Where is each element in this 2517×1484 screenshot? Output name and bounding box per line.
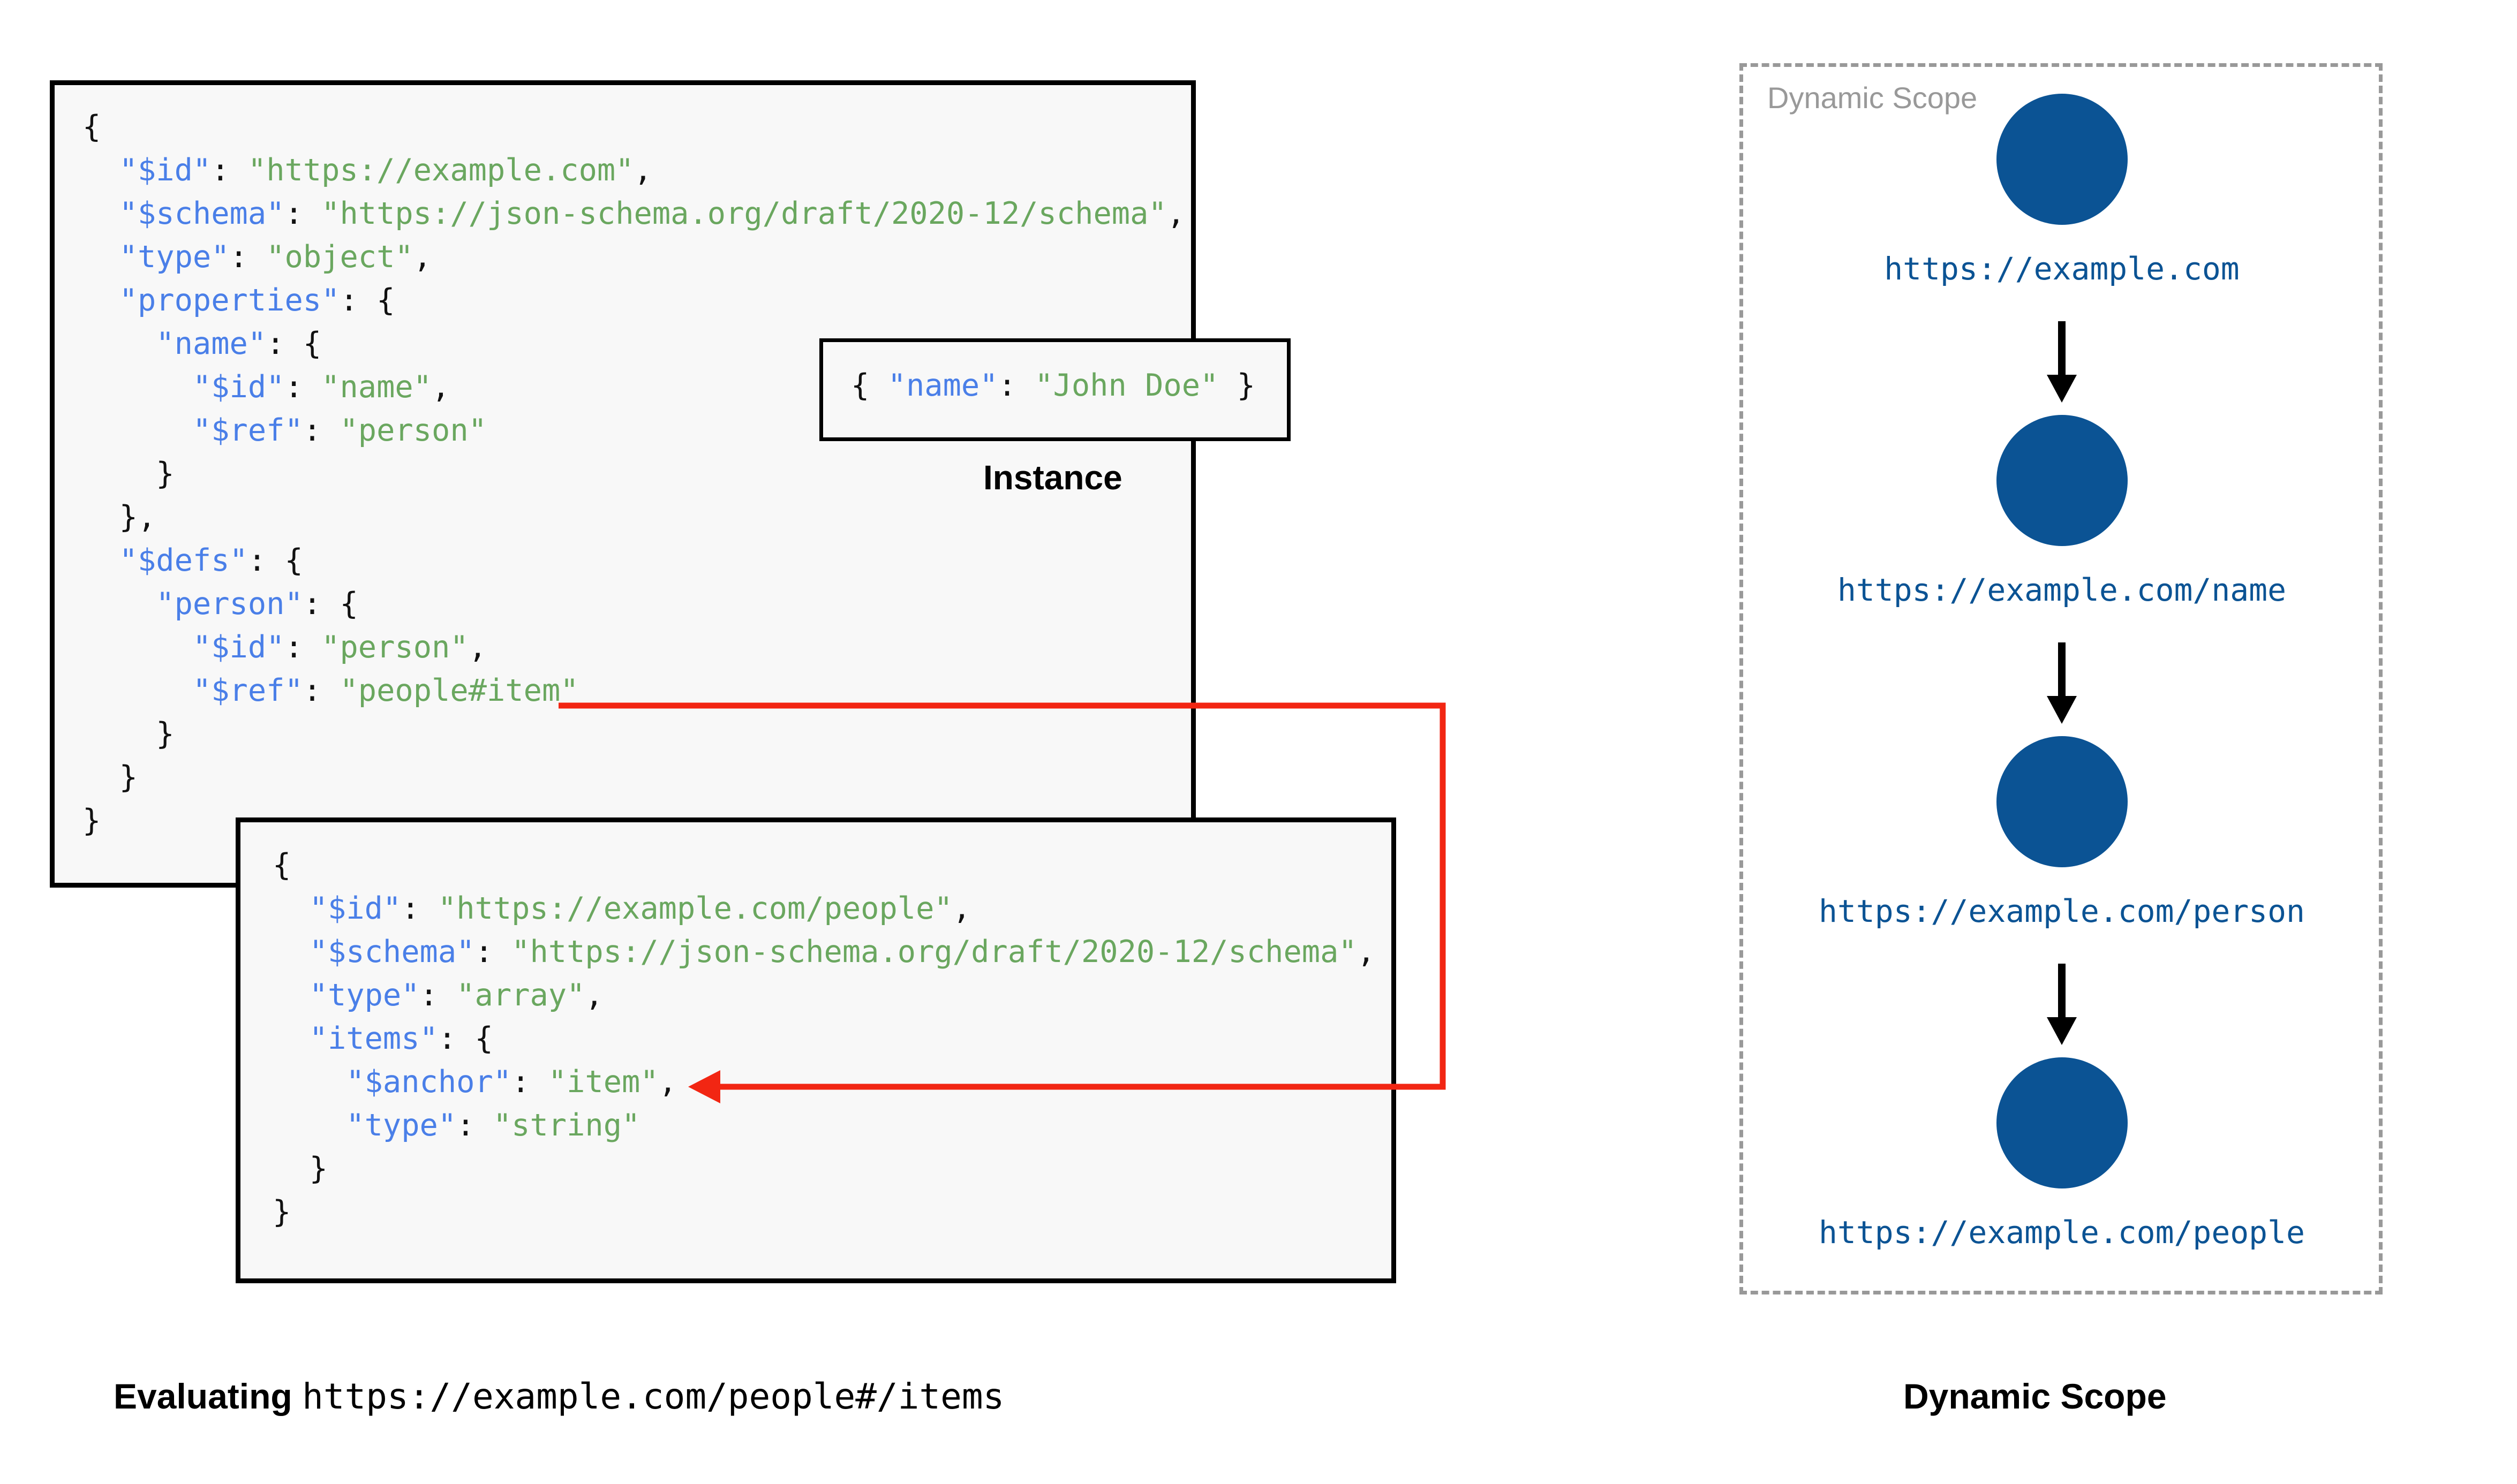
people-schema-box: { "$id": "https://example.com/people", "… (236, 817, 1396, 1283)
scope-node-circle-2 (1996, 415, 2128, 546)
scope-node-label-1: https://example.com (1884, 251, 2240, 287)
evaluating-caption-prefix: Evaluating (114, 1376, 303, 1416)
scope-node-circle-4 (1996, 1057, 2128, 1188)
instance-box: { "name": "John Doe" } (819, 338, 1291, 441)
scope-node-circle-3 (1996, 736, 2128, 867)
scope-node-label-2: https://example.com/name (1837, 572, 2287, 608)
scope-node-label-3: https://example.com/person (1819, 893, 2305, 929)
dynamic-scope-caption: Dynamic Scope (1903, 1376, 2167, 1416)
dynamic-scope-panel-title: Dynamic Scope (1767, 81, 1978, 115)
scope-node-circle-1 (1996, 94, 2128, 225)
root-schema-code: { "$id": "https://example.com", "$schema… (82, 109, 1186, 838)
dynamic-scope-panel (1739, 63, 2383, 1294)
instance-label: Instance (983, 458, 1122, 497)
people-schema-code: { "$id": "https://example.com/people", "… (273, 847, 1376, 1230)
evaluating-caption-uri: https://example.com/people#/items (302, 1376, 1005, 1417)
scope-node-label-4: https://example.com/people (1819, 1214, 2305, 1251)
instance-code: { "name": "John Doe" } (851, 368, 1255, 403)
evaluating-caption: Evaluating https://example.com/people#/i… (114, 1376, 1004, 1417)
